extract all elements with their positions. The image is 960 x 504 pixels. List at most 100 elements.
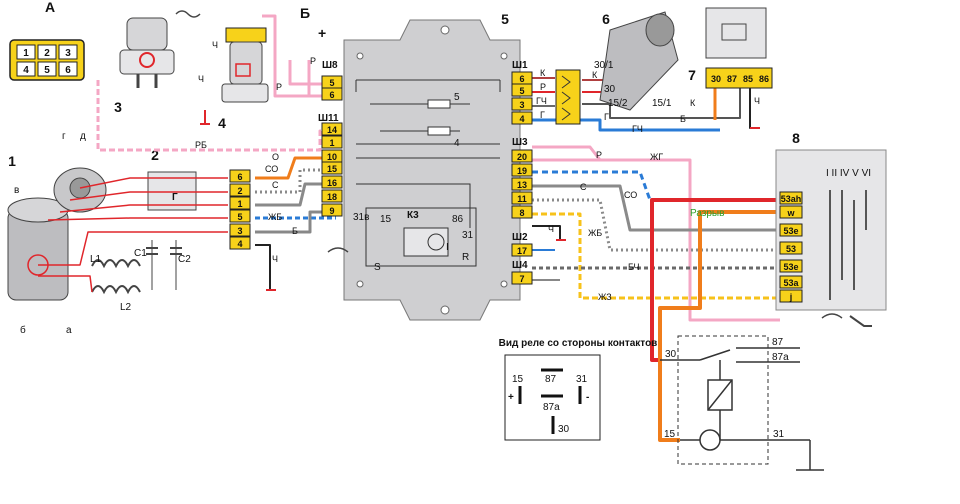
block-header-sh11: Ш11 (318, 113, 339, 124)
wire-label-s1: С (272, 180, 279, 190)
motor-terminal-a: а (66, 325, 72, 336)
wire-label-zhz: ЖЗ (598, 292, 612, 302)
relay-7-pin: 30 (711, 74, 721, 84)
callout-3: 3 (114, 99, 122, 115)
block-sh3-pin-label: 13 (517, 180, 527, 190)
fuse-4-label: 4 (454, 138, 460, 149)
relay-k3-31: 31 (462, 230, 474, 241)
motor-terminal-g: г (62, 131, 66, 142)
block-sh1-pin-label: 5 (519, 86, 524, 96)
connector-a-pin-4: 4 (23, 65, 29, 76)
block-sh3-pin-label: 11 (517, 194, 527, 204)
wire-label-g2: Г (604, 112, 609, 122)
relay-view-caption: Вид реле со стороны контактов (499, 338, 658, 349)
relay-sch-31: 31 (773, 429, 785, 440)
block-sh11-pin-label: 9 (329, 206, 334, 216)
switch-8-pin-label: 53e (783, 262, 798, 272)
left-connector-pin-label: 5 (237, 212, 242, 222)
connector-a: А 1 2 3 4 5 6 (9, 0, 85, 81)
wiper-symbol-icon (327, 247, 349, 253)
connector-a-pin-5: 5 (44, 65, 50, 76)
ignition-30-1: 30/1 (594, 60, 614, 71)
wire-label-r_top: Р (596, 150, 602, 160)
part-4: 4 (218, 27, 269, 131)
block-sh8-pin-box (321, 87, 343, 101)
wire-label-ch3: Ч (272, 254, 278, 264)
left-connector-pin-box (229, 196, 251, 210)
relay-k3-86: 86 (452, 214, 464, 225)
block-sh11-pin-label: 14 (327, 125, 337, 135)
left-connector-pin-label: 2 (237, 186, 242, 196)
wire-label-r1: Р (276, 82, 282, 92)
plus-sign: + (318, 25, 326, 41)
block-header-sh2: Ш2 (512, 232, 528, 243)
left-connector-pin-box (229, 223, 251, 237)
block-sh3-pin-label: 19 (517, 166, 527, 176)
switch-8-pin-label: 53 (786, 244, 796, 254)
noise-filter: L1 L2 C1 C2 (90, 240, 191, 313)
ground-symbols (200, 110, 760, 291)
connector-a-pin-3: 3 (65, 48, 71, 59)
relay-view-30: 30 (558, 424, 570, 435)
block-sh11-pin-label: 18 (327, 192, 337, 202)
wire-label-k2: К (592, 70, 598, 80)
relay-sch-15: 15 (664, 429, 676, 440)
wire-label-so1: СО (265, 164, 278, 174)
wire-label-gch2: ГЧ (632, 124, 643, 134)
washer-pump-3: 3 (114, 10, 201, 115)
relay-view-31: 31 (576, 374, 588, 385)
wire-label-rb: РБ (195, 140, 207, 150)
block-header-sh8: Ш8 (322, 60, 338, 71)
switch-8-pin-box (779, 191, 803, 205)
block-sh4-pin-box (511, 271, 533, 285)
block-sh11-pin-label: 15 (327, 164, 337, 174)
block-sh2-pin-box (511, 243, 533, 257)
left-connector-pin-label: 3 (237, 226, 242, 236)
callout-2: 2 (151, 147, 159, 163)
wire-label-ch1: Ч (212, 40, 218, 50)
fuse-5-label: 5 (454, 92, 460, 103)
left-connector-pin-box (229, 236, 251, 250)
relay-7-pin: 85 (743, 74, 753, 84)
switch-8-pin-box (779, 259, 803, 273)
block-sh3-pin-box (511, 191, 533, 205)
connector-a-letter: А (45, 0, 55, 15)
switch-8-pin-box (779, 241, 803, 255)
relay-view-87: 87 (545, 374, 557, 385)
callout-5: 5 (501, 11, 509, 27)
wire-label-r2: Р (310, 56, 316, 66)
block-sh1-pin-box (511, 83, 533, 97)
callout-8: 8 (792, 130, 800, 146)
wire-label-o: О (272, 152, 279, 162)
label-c1: C1 (134, 248, 147, 259)
wire-label-s2: С (580, 182, 587, 192)
motor-terminal-v: в (14, 185, 19, 196)
switch-8-pin-label: 53a (783, 278, 799, 288)
block-sh1-pin-box (511, 97, 533, 111)
ignition-switch-6: 6 30/1 30 15/2 15/1 (594, 11, 679, 111)
relay-7: 7 (688, 7, 773, 89)
relay-view-87a: 87a (543, 402, 560, 413)
block-sh8-pin-label: 5 (329, 78, 334, 88)
relay-view-plus: + (508, 392, 514, 403)
block-sh11-pin-label: 1 (329, 138, 334, 148)
block-sh11-pin-box (321, 161, 343, 175)
switch-positions: I II IV V VI (826, 168, 871, 179)
wire-label-gch1: ГЧ (536, 96, 547, 106)
block-sh3-pin-box (511, 163, 533, 177)
relay-view-15: 15 (512, 374, 524, 385)
callout-6: 6 (602, 11, 610, 27)
switch-8-pin-label: 53e (783, 226, 798, 236)
wiper-symbol-icon (821, 313, 843, 319)
block-sh11-pin-label: 10 (327, 152, 337, 162)
relay-view-minus: - (586, 392, 589, 403)
wire-label-b1: Б (292, 226, 298, 236)
wire-label-k1: К (540, 68, 546, 78)
